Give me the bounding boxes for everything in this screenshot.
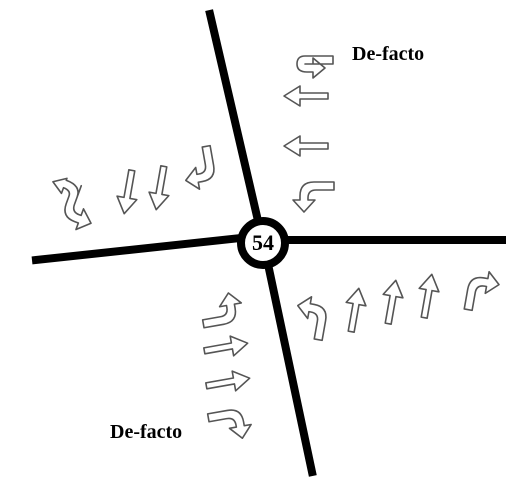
left-and-u-turn-arrow-icon xyxy=(39,173,104,235)
left-turn-arrow-icon xyxy=(292,181,335,213)
road-lines xyxy=(31,9,506,477)
straight-arrow-icon xyxy=(145,163,175,213)
straight-arrow-icon xyxy=(377,277,407,327)
left-turn-arrow-icon xyxy=(291,293,331,342)
right-turn-arrow-icon xyxy=(463,267,502,315)
west-approach-arrows xyxy=(198,290,255,445)
east-approach-label: De-facto xyxy=(352,43,425,65)
right-turn-arrow-icon xyxy=(206,405,255,445)
intersection-node xyxy=(237,217,289,269)
intersection-number: 54 xyxy=(252,230,274,255)
east-approach-arrows xyxy=(283,55,335,213)
straight-arrow-icon xyxy=(283,135,329,157)
straight-arrow-icon xyxy=(413,271,443,321)
straight-arrow-icon xyxy=(283,85,329,107)
south-approach-arrows xyxy=(291,267,502,342)
u-turn-icon xyxy=(296,55,334,79)
straight-arrow-icon xyxy=(340,285,370,335)
straight-arrow-icon xyxy=(203,367,253,397)
straight-arrow-icon xyxy=(201,332,251,362)
north-approach-arrows xyxy=(39,144,219,235)
straight-arrow-icon xyxy=(113,167,143,217)
left-turn-arrow-icon xyxy=(198,290,246,329)
north-road xyxy=(205,9,267,243)
south-road xyxy=(260,245,317,477)
right-turn-arrow-icon xyxy=(179,144,219,193)
west-approach-label: De-facto xyxy=(110,421,183,443)
west-road xyxy=(31,232,255,265)
